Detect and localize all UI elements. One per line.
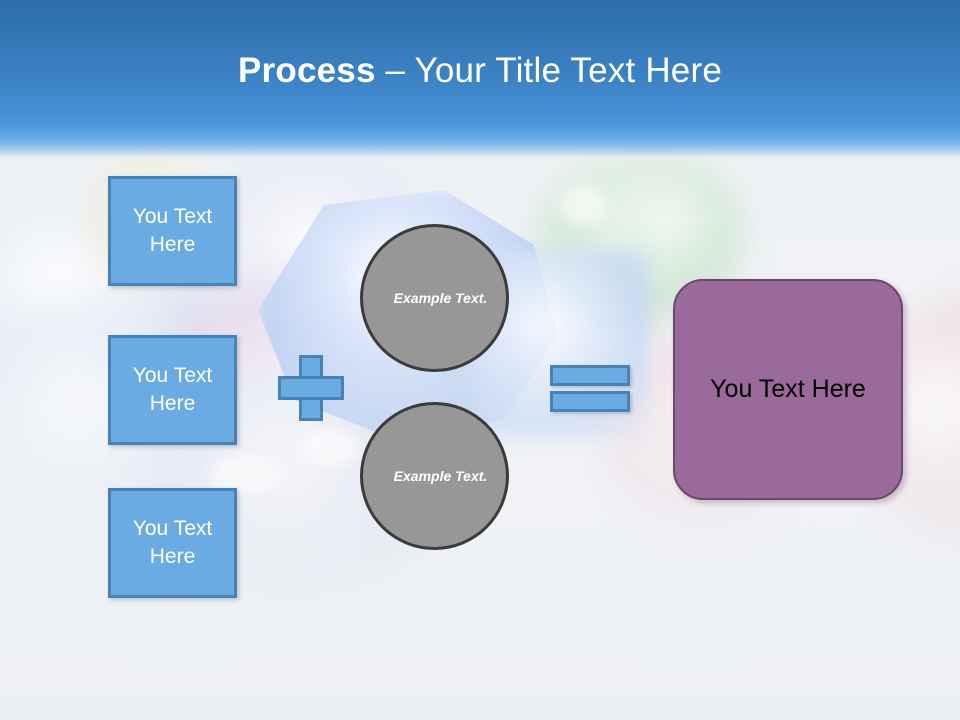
equals-icon bbox=[550, 365, 630, 412]
equals-bottom-bar bbox=[550, 391, 630, 412]
plus-center bbox=[302, 379, 320, 397]
gray-circle-2-label: Example Text. bbox=[393, 467, 488, 484]
blue-box-2-label: You Text Here bbox=[132, 364, 213, 415]
equals-top-bar bbox=[550, 365, 630, 386]
gray-circle-1-label: Example Text. bbox=[393, 289, 488, 306]
result-box[interactable]: You Text Here bbox=[673, 279, 903, 500]
blue-box-1-label: You Text Here bbox=[132, 205, 213, 256]
gray-circle-2[interactable]: Example Text. bbox=[360, 402, 509, 550]
plus-icon bbox=[278, 355, 344, 421]
blue-box-1[interactable]: You Text Here bbox=[108, 176, 237, 286]
blue-box-2[interactable]: You Text Here bbox=[108, 335, 237, 445]
page-title-strong: Process bbox=[238, 51, 376, 90]
gray-circle-1[interactable]: Example Text. bbox=[360, 224, 509, 372]
page-title-rest: – Your Title Text Here bbox=[375, 51, 722, 90]
blue-box-3-label: You Text Here bbox=[132, 517, 213, 568]
blue-box-3[interactable]: You Text Here bbox=[108, 488, 237, 598]
page-title: Process – Your Title Text Here bbox=[0, 49, 960, 93]
result-box-label: You Text Here bbox=[710, 375, 866, 403]
header-band bbox=[0, 0, 960, 160]
